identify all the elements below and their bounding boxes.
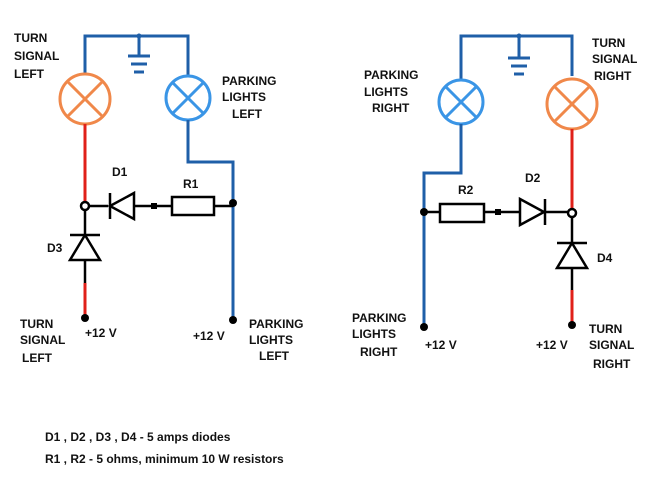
left-resistor-r1-icon xyxy=(157,195,237,217)
left-circuit: TURN SIGNAL LEFT PARKING LIGHTS LEFT D1 … xyxy=(14,31,307,365)
left-d1-label: D1 xyxy=(112,165,128,179)
left-parking-wire xyxy=(186,120,235,318)
left-d3-label: D3 xyxy=(47,241,63,255)
right-turn-supply-label: +12 V xyxy=(536,338,568,352)
left-parking-lamp-icon xyxy=(164,74,212,122)
right-r2-label: R2 xyxy=(458,183,474,197)
right-turn-lamp-icon xyxy=(545,77,599,131)
left-parking-terminal xyxy=(229,316,237,324)
right-bottom-parking-label: PARKING LIGHTS RIGHT xyxy=(352,311,410,359)
right-diode-d4-icon xyxy=(554,217,590,290)
left-bottom-parking-label: PARKING LIGHTS LEFT xyxy=(249,317,307,363)
note-resistors: R1 , R2 - 5 ohms, minimum 10 W resistors xyxy=(45,452,284,466)
right-d2-label: D2 xyxy=(525,171,541,185)
left-junction xyxy=(79,200,91,212)
right-parking-lamp-icon xyxy=(437,78,485,126)
right-turn-terminal xyxy=(568,321,576,329)
right-d4-label: D4 xyxy=(597,251,613,265)
right-parking-supply-label: +12 V xyxy=(425,338,457,352)
right-diode-d2-icon xyxy=(501,196,568,228)
note-diodes: D1 , D2 , D3 , D4 - 5 amps diodes xyxy=(45,430,231,444)
left-ground-icon xyxy=(128,33,150,74)
right-bottom-turn-label: TURN SIGNAL RIGHT xyxy=(589,322,637,371)
right-resistor-r2-icon xyxy=(420,202,501,224)
right-junction xyxy=(566,207,578,219)
left-parking-label: PARKING LIGHTS LEFT xyxy=(222,74,280,121)
left-diode-d3-icon xyxy=(67,210,103,283)
right-turn-signal-label: TURN SIGNAL RIGHT xyxy=(592,36,640,83)
right-parking-wire xyxy=(422,124,463,326)
left-parking-supply-label: +12 V xyxy=(193,329,225,343)
right-ground-icon xyxy=(508,33,530,76)
left-diode-d1-icon xyxy=(89,190,157,222)
left-turn-signal-label: TURN SIGNAL LEFT xyxy=(14,31,62,81)
left-r1-label: R1 xyxy=(183,177,199,191)
left-turn-terminal xyxy=(81,314,89,322)
left-bottom-turn-label: TURN SIGNAL LEFT xyxy=(20,317,68,365)
right-parking-terminal xyxy=(420,323,428,331)
right-parking-label: PARKING LIGHTS RIGHT xyxy=(364,68,422,115)
left-turn-supply-label: +12 V xyxy=(85,326,117,340)
left-turn-lamp-icon xyxy=(58,72,112,126)
right-circuit: PARKING LIGHTS RIGHT TURN SIGNAL RIGHT R… xyxy=(352,33,640,371)
